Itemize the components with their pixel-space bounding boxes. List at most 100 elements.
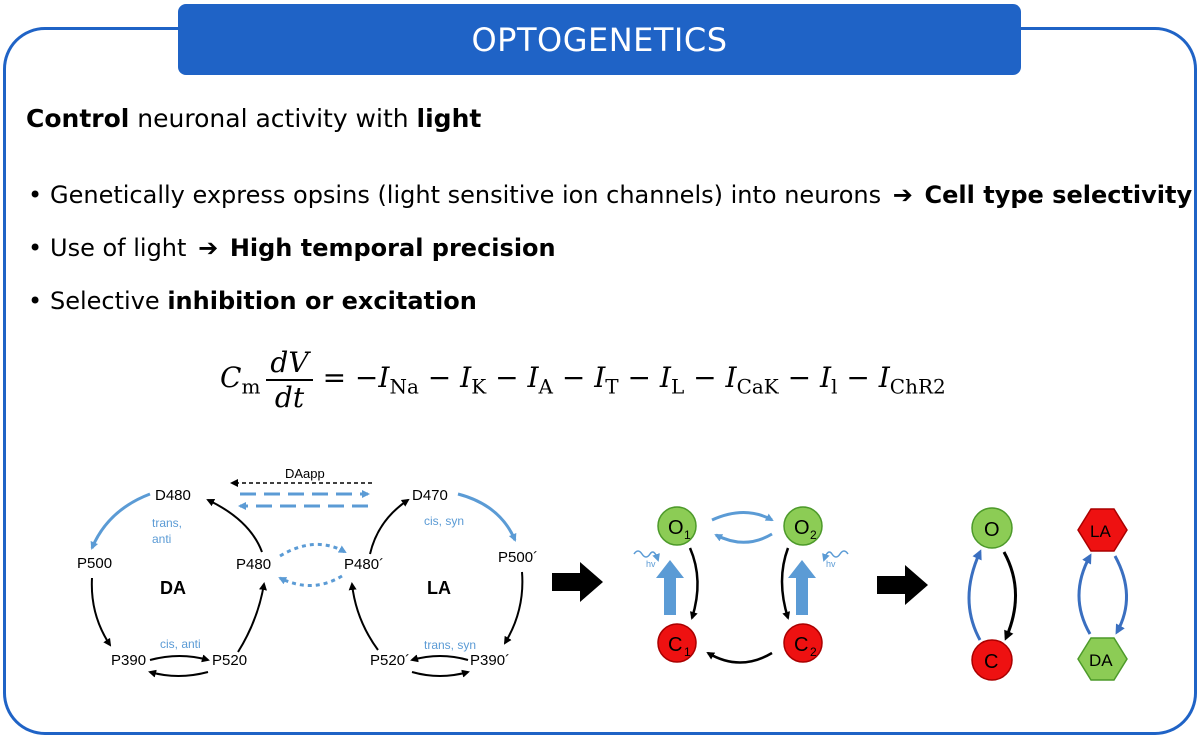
bullet-text: Genetically express opsins (light sensit… — [50, 181, 882, 209]
eq-numerator: dV — [266, 346, 313, 381]
bullet-text: Use of light — [50, 234, 187, 262]
bullet-bold: inhibition or excitation — [167, 287, 477, 315]
c2-label: C — [794, 634, 808, 656]
c-label: C — [984, 651, 998, 673]
big-arrow-icon — [877, 565, 928, 605]
arrow-p520p-p390p — [411, 669, 470, 678]
arrow-p480p-d470 — [369, 498, 410, 555]
state-p500-prime: P500´ — [498, 549, 538, 566]
o1-label: O — [668, 517, 684, 539]
photon-icon — [633, 550, 660, 562]
state-c1 — [657, 623, 697, 663]
label-trans: trans, — [152, 516, 182, 530]
daapp-label: DAapp — [285, 466, 325, 481]
arrow-la-da — [1113, 555, 1128, 635]
state-p500: P500 — [77, 555, 112, 572]
content-frame — [3, 27, 1197, 735]
o2-sub: 2 — [810, 528, 817, 542]
state-d480: D480 — [155, 487, 191, 504]
eq-denominator: dt — [274, 381, 305, 414]
eq-current-sub: A — [538, 374, 553, 399]
eq-operator: = − — [322, 361, 379, 395]
c2-sub: 2 — [810, 645, 817, 659]
big-arrow-icon — [552, 562, 603, 602]
eq-operator: − — [486, 361, 528, 395]
arrow-c2-c1 — [706, 651, 773, 664]
light-arrow-c2-o2 — [788, 560, 816, 615]
eq-operator: − — [837, 361, 879, 395]
o-label: O — [984, 519, 1000, 541]
eq-current-symbol: I — [460, 361, 472, 395]
state-p390: P390 — [111, 652, 146, 669]
state-da — [1077, 637, 1128, 681]
right-arrow-icon: ➔ — [892, 181, 913, 209]
arrow-o1-o2 — [711, 511, 774, 522]
intro-bold-control: Control — [26, 104, 130, 133]
state-o — [971, 507, 1013, 549]
bullet-bold: High temporal precision — [229, 234, 556, 262]
arrow-p500p-p390p — [503, 571, 524, 645]
la-cycle-label: LA — [427, 578, 451, 598]
eq-current-symbol: I — [594, 361, 606, 395]
eq-current-sub: Na — [389, 374, 419, 399]
bullet-bold: Cell type selectivity — [924, 181, 1193, 209]
four-state-model: O 1 O 2 C 1 C 2 hv hv — [633, 506, 849, 664]
eq-current-sub: ChR2 — [889, 374, 946, 399]
hv-label-2: hv — [826, 559, 836, 569]
eq-operator: − — [618, 361, 660, 395]
bullet-text: Selective — [50, 287, 168, 315]
o1-sub: 1 — [684, 528, 691, 542]
arrow-p390p-p520p — [410, 654, 469, 663]
eq-operator: − — [552, 361, 595, 395]
eq-current-sub: T — [605, 374, 619, 399]
arrow-da-la — [1077, 553, 1092, 635]
state-p480: P480 — [236, 556, 271, 573]
eq-operator: − — [684, 361, 726, 395]
arrow-p390-p520 — [149, 654, 210, 663]
label-trans-syn: trans, syn — [424, 638, 476, 652]
light-arrow-c1-o1 — [656, 560, 684, 615]
eq-current-symbol: I — [378, 361, 390, 395]
state-d470: D470 — [412, 487, 448, 504]
arrow-p520-p390 — [148, 669, 209, 678]
eq-current-symbol: I — [878, 361, 890, 395]
da-cycle-label: DA — [160, 578, 186, 598]
eq-c-sub: m — [241, 374, 261, 399]
photon-icon — [822, 550, 849, 562]
list-item: •Use of light ➔ High temporal precision — [28, 228, 1192, 281]
list-item: •Genetically express opsins (light sensi… — [28, 175, 1192, 228]
c1-sub: 1 — [684, 645, 691, 659]
arrow-d480-p500 — [90, 492, 151, 550]
membrane-equation: Cm dV dt = −INa − IK − IA − IT − IL − IC… — [220, 346, 946, 414]
photocycle-diagram: DAapp D480 D470 P500 P500´ P480 P480´ P3… — [77, 466, 538, 678]
bullet-dot: • — [28, 234, 43, 262]
state-o2 — [783, 506, 823, 546]
eq-rhs: = −INa − IK − IA − IT − IL − ICaK − Il −… — [323, 361, 946, 399]
intro-line: Control neuronal activity with light — [26, 104, 481, 133]
eq-fraction: dV dt — [266, 346, 313, 414]
eq-current-symbol: I — [659, 361, 671, 395]
eq-c-symbol: C — [220, 361, 242, 395]
arrow-c-o — [967, 549, 982, 641]
arrow-o2-o1 — [714, 532, 773, 544]
arrow-o2-c2 — [780, 547, 791, 620]
la-da-model: LA DA — [1077, 508, 1128, 681]
title-banner: OPTOGENETICS — [178, 4, 1021, 75]
la-label: LA — [1090, 522, 1111, 541]
arrow-p480-d480 — [206, 498, 263, 553]
eq-current-symbol: I — [820, 361, 832, 395]
eq-current-sub: L — [670, 374, 685, 399]
state-p480-prime: P480´ — [344, 556, 384, 573]
label-anti: anti — [152, 532, 171, 546]
eq-lhs: Cm — [220, 361, 260, 399]
eq-operator: − — [418, 361, 461, 395]
state-o1 — [657, 506, 697, 546]
arrow-p480-to-p480p — [279, 542, 347, 558]
eq-current-symbol: I — [725, 361, 737, 395]
state-c — [971, 639, 1013, 681]
eq-current-sub: K — [471, 374, 487, 399]
eq-current-sub: CaK — [736, 374, 779, 399]
arrow-o-c — [1002, 551, 1017, 641]
label-cis-anti: cis, anti — [160, 637, 201, 651]
two-state-model: O C — [967, 507, 1017, 681]
